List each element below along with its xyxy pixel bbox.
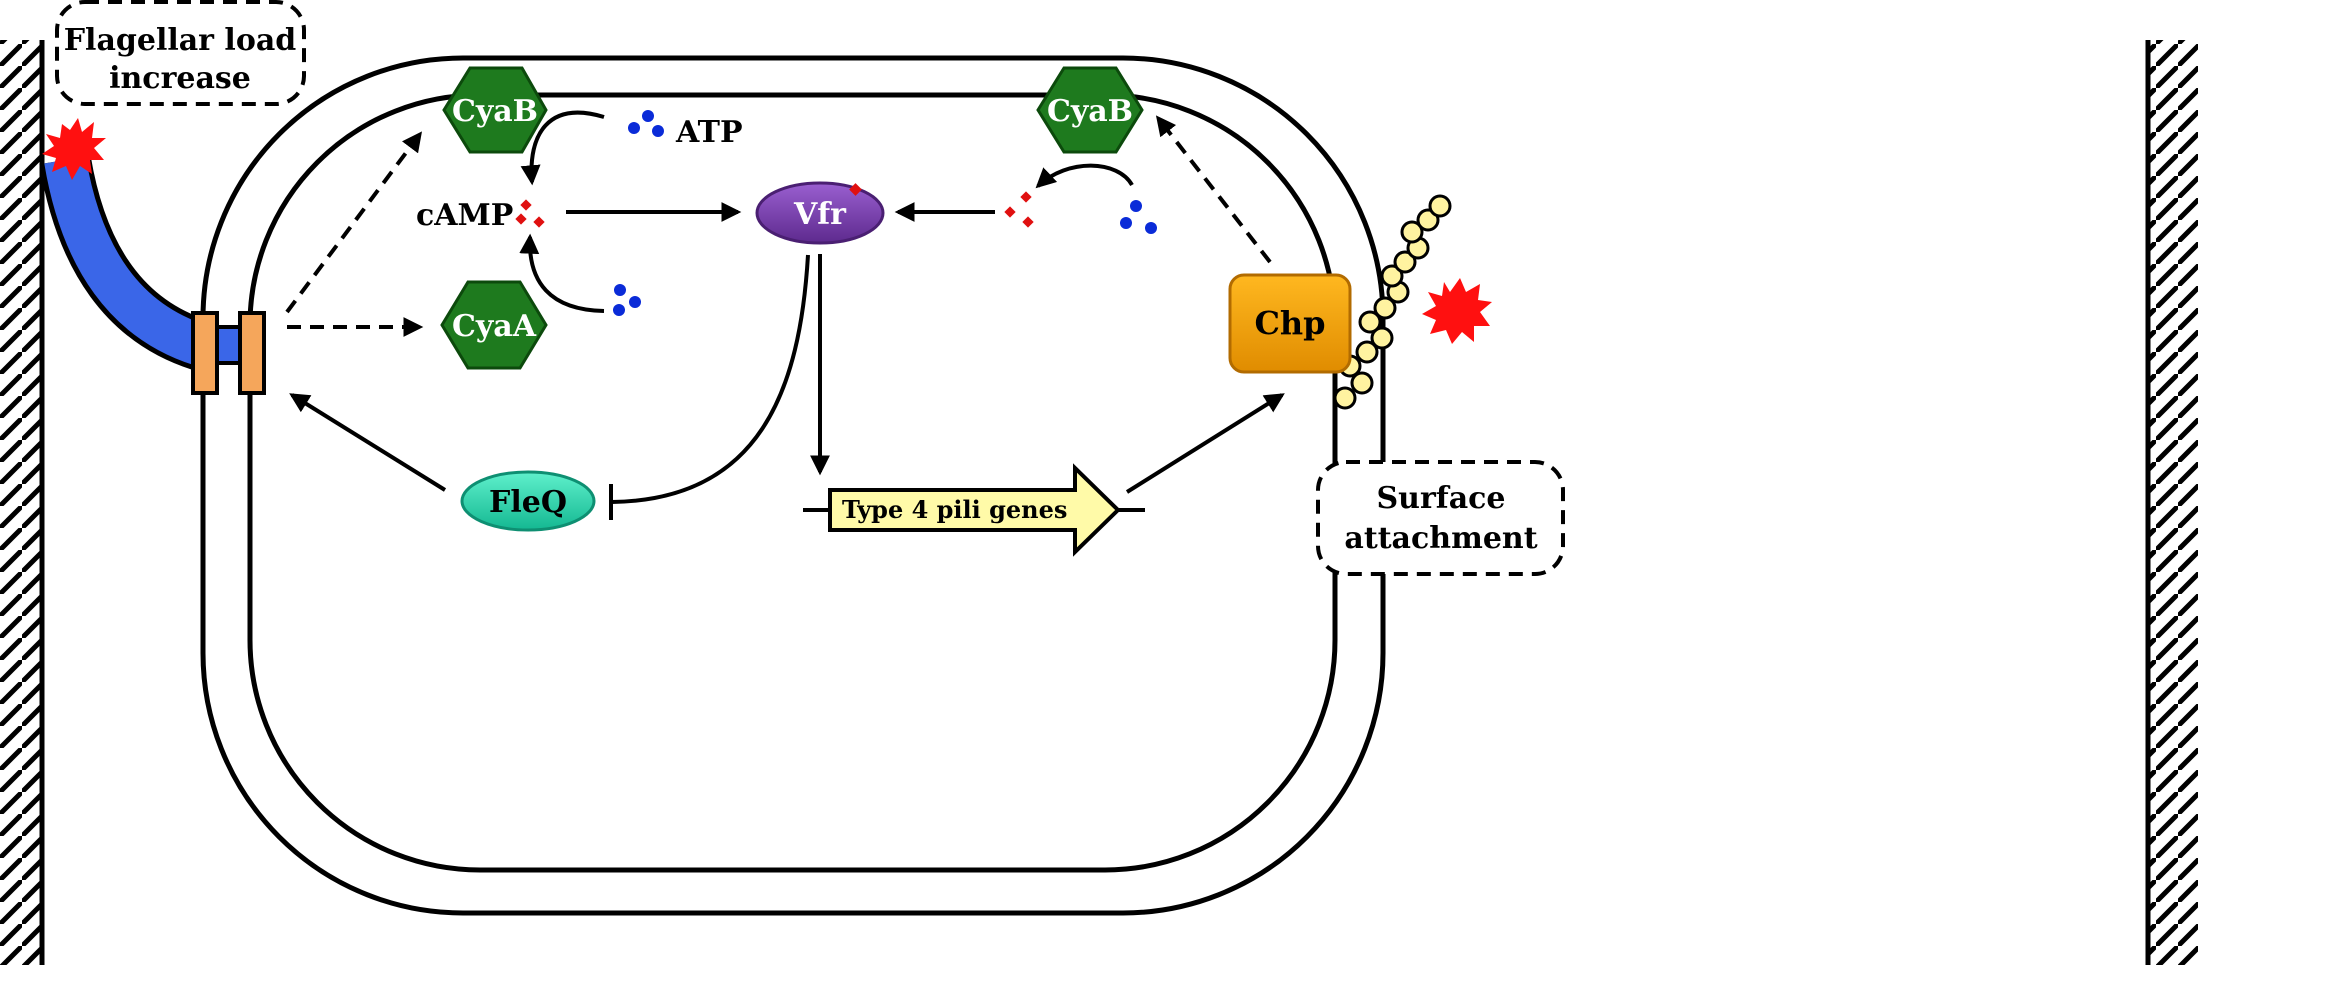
signal-star-left bbox=[42, 118, 106, 180]
type4-pili-genes-label: Type 4 pili genes bbox=[842, 495, 1067, 524]
vfr-label: Vfr bbox=[793, 197, 847, 232]
atp-label: ATP bbox=[675, 115, 743, 150]
atp-molecules-top bbox=[628, 110, 664, 137]
right-surface bbox=[2145, 40, 2198, 965]
cyab-right-hexagon bbox=[1036, 66, 1144, 154]
cyaa-label: CyaA bbox=[452, 309, 537, 344]
arrow-motor-to-cyab bbox=[285, 131, 422, 314]
vfr-ellipse bbox=[755, 181, 885, 245]
camp-label: cAMP bbox=[416, 198, 513, 233]
surface-attachment-box bbox=[1316, 460, 1565, 576]
flagellar-load-box bbox=[55, 0, 306, 106]
arrow-atp-to-camp-right bbox=[1035, 163, 1134, 189]
left-surface bbox=[0, 40, 45, 965]
chp-box bbox=[1228, 273, 1352, 374]
type4-pili-gene-arrow bbox=[803, 463, 1145, 557]
flagellar-motor-ring-outer bbox=[191, 311, 219, 395]
surface-attachment-label-line2: attachment bbox=[1344, 521, 1537, 556]
arrow-fleq-to-flagellum bbox=[289, 393, 447, 492]
fleq-label: FleQ bbox=[489, 485, 567, 520]
cyab-left-label: CyaB bbox=[452, 94, 538, 129]
flagellum bbox=[39, 155, 260, 370]
inhibition-vfr-to-fleq bbox=[609, 254, 810, 520]
cyaa-hexagon bbox=[440, 280, 548, 370]
fleq-ellipse bbox=[460, 470, 596, 532]
signal-star-right bbox=[1422, 278, 1492, 344]
atp-molecules-right bbox=[1120, 200, 1157, 234]
atp-molecules-bottom bbox=[613, 284, 641, 316]
arrow-atp-to-camp-top bbox=[520, 110, 605, 186]
arrow-pili-genes-to-chp bbox=[1125, 393, 1285, 494]
cyab-left-hexagon bbox=[442, 66, 548, 154]
surface-attachment-label-line1: Surface bbox=[1377, 481, 1506, 516]
flagellar-load-label-line2: increase bbox=[109, 61, 251, 96]
camp-molecules-left bbox=[515, 199, 545, 228]
cyab-right-label: CyaB bbox=[1047, 94, 1133, 129]
arrow-atp-to-camp-bottom bbox=[519, 233, 605, 313]
type4-pili bbox=[1333, 194, 1452, 410]
flagellar-load-label-line1: Flagellar load bbox=[64, 23, 297, 58]
arrow-chp-to-cyab bbox=[1155, 115, 1272, 264]
camp-molecules-right bbox=[1004, 191, 1034, 228]
flagellar-motor-ring-inner bbox=[238, 311, 266, 395]
chp-label: Chp bbox=[1254, 304, 1325, 342]
